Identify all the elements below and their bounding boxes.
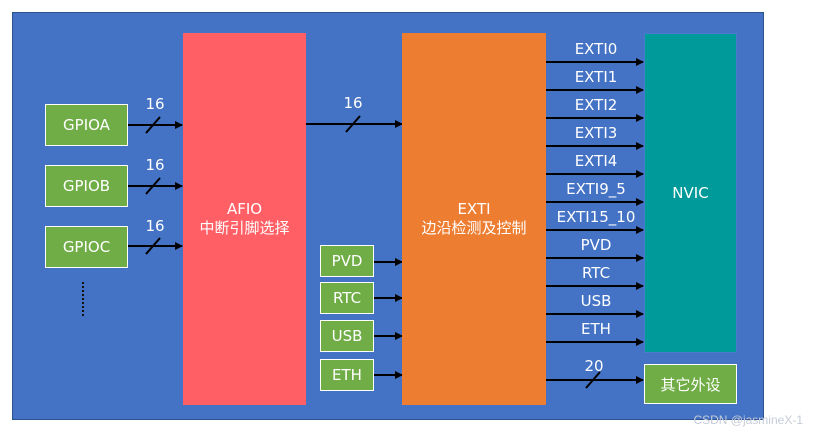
nvic-title: NVIC [672, 183, 709, 202]
exti-output-label: PVD [580, 236, 612, 254]
usb-input-label: USB [331, 327, 363, 345]
usb-input-box: USB [320, 320, 374, 352]
exti-output-label: USB [580, 292, 612, 310]
exti-output-label: EXTI9_5 [566, 180, 626, 198]
afio-title: AFIO [226, 200, 263, 219]
eth-input-label: ETH [332, 366, 362, 384]
gpiob-bus-slash [145, 177, 161, 195]
gpioc-bus-width: 16 [145, 217, 165, 235]
exti-output-label: EXTI3 [574, 124, 618, 142]
exti-subtitle: 边沿检测及控制 [421, 219, 527, 237]
afio-exti-bus-width: 16 [343, 94, 363, 112]
pvd-input-box: PVD [320, 245, 374, 277]
exti-output-label: RTC [581, 264, 611, 282]
gpioa-bus-width: 16 [145, 95, 165, 113]
other-peripherals-label: 其它外设 [660, 375, 721, 394]
gpioa-label: GPIOA [63, 116, 110, 134]
exti-output-label: EXTI15_10 [556, 208, 636, 226]
other-bus-slash [585, 371, 601, 389]
exti-output-label: ETH [581, 320, 611, 338]
gpioc-bus-slash [145, 237, 161, 255]
afio-block: AFIO 中断引脚选择 [183, 33, 306, 405]
gpiob-label: GPIOB [62, 177, 111, 195]
rtc-input-label: RTC [332, 289, 362, 307]
exti-output-label: EXTI1 [574, 68, 618, 86]
diagram-panel [12, 12, 764, 420]
exti-title: EXTI [457, 200, 491, 219]
pvd-input-label: PVD [331, 252, 363, 270]
gpioc-label: GPIOC [62, 238, 111, 256]
gpioa-box: GPIOA [45, 104, 128, 146]
afio-subtitle: 中断引脚选择 [199, 219, 290, 237]
eth-input-box: ETH [320, 359, 374, 391]
other-peripherals-box: 其它外设 [644, 364, 737, 404]
rtc-input-box: RTC [320, 282, 374, 314]
exti-output-label: EXTI0 [574, 40, 618, 58]
nvic-block: NVIC [644, 33, 737, 353]
gpiob-box: GPIOB [45, 165, 128, 207]
other-bus-width: 20 [584, 357, 604, 375]
gpioc-box: GPIOC [45, 226, 128, 268]
more-gpio-ellipsis [82, 282, 90, 316]
gpiob-bus-width: 16 [145, 156, 165, 174]
exti-block: EXTI 边沿检测及控制 [402, 33, 546, 405]
watermark: CSDN @jasmineX-1 [693, 413, 803, 427]
exti-output-label: EXTI2 [574, 96, 618, 114]
afio-exti-bus-slash [345, 115, 361, 133]
gpioa-bus-slash [145, 116, 161, 134]
exti-output-label: EXTI4 [574, 152, 618, 170]
